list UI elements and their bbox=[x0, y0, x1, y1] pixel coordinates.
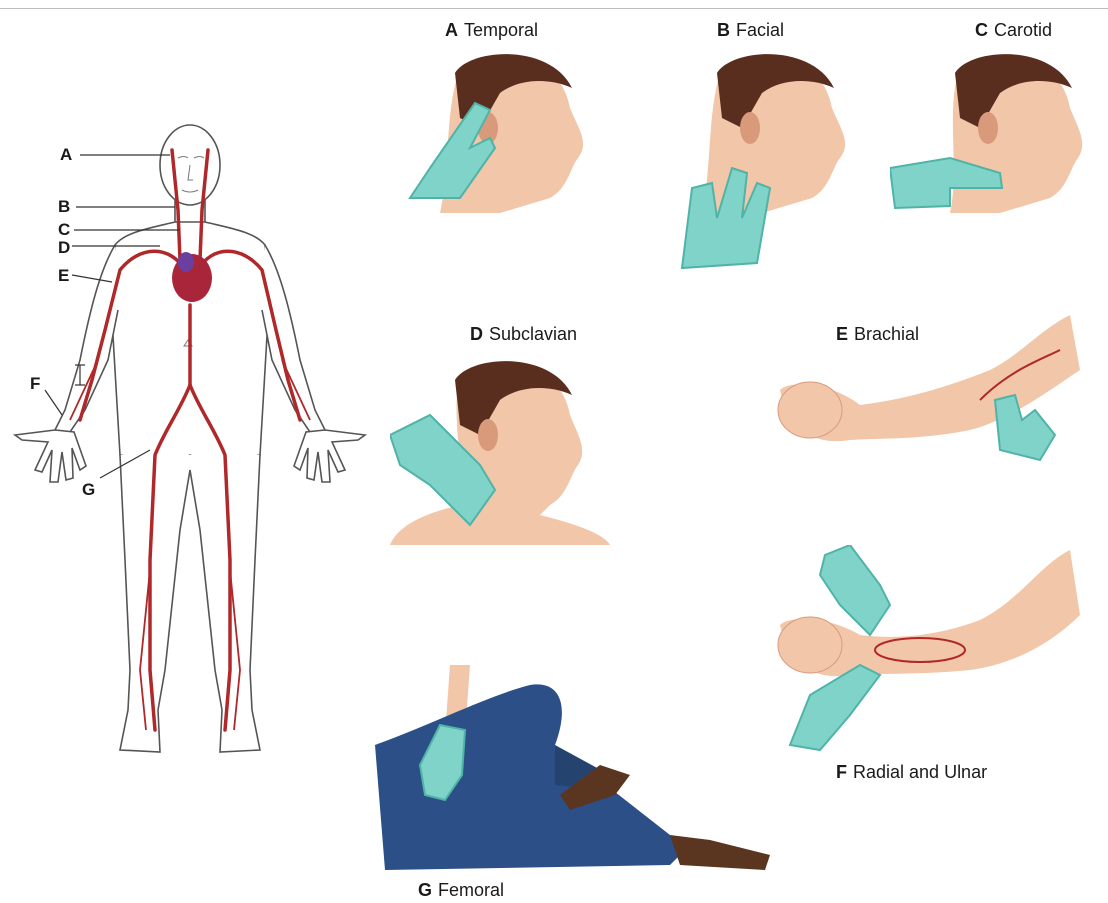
caption-name: Temporal bbox=[464, 20, 538, 40]
callout-d: D bbox=[58, 238, 70, 258]
caption-facial: B Facial bbox=[717, 20, 784, 41]
caption-name: Carotid bbox=[994, 20, 1052, 40]
radial-ulnar-illustration bbox=[770, 545, 1080, 760]
temporal-illustration bbox=[400, 48, 600, 218]
caption-letter: C bbox=[975, 20, 988, 40]
callout-e: E bbox=[58, 266, 69, 286]
facial-illustration bbox=[672, 48, 862, 278]
caption-name: Subclavian bbox=[489, 324, 577, 344]
callout-c: C bbox=[58, 220, 70, 240]
caption-subclavian: D Subclavian bbox=[470, 324, 577, 345]
caption-radial-ulnar: F Radial and Ulnar bbox=[836, 762, 987, 783]
caption-letter: A bbox=[445, 20, 458, 40]
caption-carotid: C Carotid bbox=[975, 20, 1052, 41]
caption-temporal: A Temporal bbox=[445, 20, 538, 41]
callout-b: B bbox=[58, 197, 70, 217]
femoral-illustration bbox=[370, 665, 780, 875]
caption-name: Radial and Ulnar bbox=[853, 762, 987, 782]
subclavian-illustration bbox=[390, 355, 615, 550]
caption-femoral: G Femoral bbox=[418, 880, 504, 901]
caption-name: Femoral bbox=[438, 880, 504, 900]
top-divider bbox=[0, 8, 1108, 9]
caption-letter: G bbox=[418, 880, 432, 900]
caption-letter: D bbox=[470, 324, 483, 344]
callout-f: F bbox=[30, 374, 40, 394]
brachial-illustration bbox=[770, 310, 1080, 470]
caption-letter: B bbox=[717, 20, 730, 40]
callout-g: G bbox=[82, 480, 95, 500]
callout-a: A bbox=[60, 145, 72, 165]
caption-name: Facial bbox=[736, 20, 784, 40]
carotid-illustration bbox=[890, 48, 1090, 218]
caption-letter: F bbox=[836, 762, 847, 782]
